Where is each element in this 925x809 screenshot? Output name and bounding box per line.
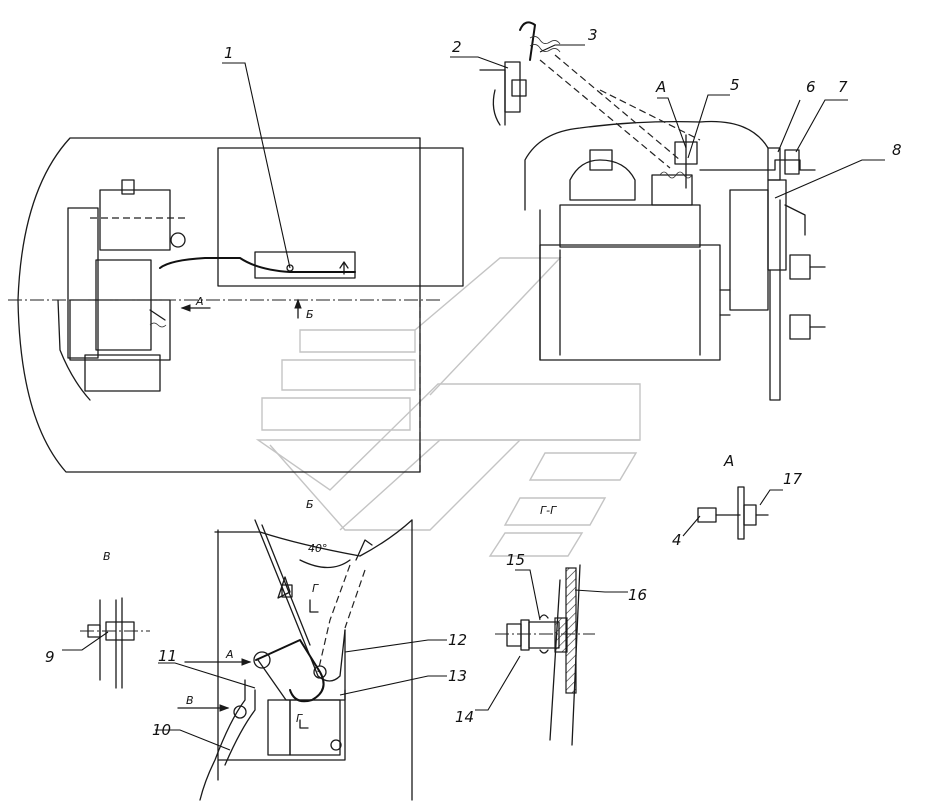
main-view-left	[8, 137, 464, 473]
angle-label: 40°	[308, 542, 328, 555]
view-v-label: В	[103, 550, 111, 563]
detail-a-fitting	[697, 486, 769, 540]
view-a-label-top: А	[655, 78, 666, 96]
view-b-label: Б	[306, 498, 314, 511]
arrow-a-label-lever: А	[225, 648, 234, 661]
callout-10: 10	[152, 721, 171, 739]
section-g-g-label: Г-Г	[540, 504, 557, 517]
view-labels: А А А Б Б В Г-Г А В Г Г 40°	[103, 78, 734, 725]
callout-2: 2	[452, 38, 462, 56]
callout-6: 6	[806, 78, 816, 96]
section-mark-bottom: Г	[296, 712, 303, 725]
callout-5: 5	[730, 76, 740, 94]
callout-17: 17	[783, 470, 803, 488]
view-a-label-side: А	[723, 452, 734, 470]
callout-12: 12	[448, 631, 467, 649]
pump-assembly-view	[524, 54, 826, 401]
section-g-g	[495, 564, 595, 746]
detail-v	[80, 597, 150, 689]
arrow-a-label-main: А	[195, 295, 204, 308]
callout-8: 8	[892, 141, 902, 159]
callout-3: 3	[588, 26, 598, 44]
callout-14: 14	[455, 708, 474, 726]
arrow-v-label-lever: В	[186, 694, 194, 707]
callout-4: 4	[672, 531, 682, 549]
lever-assembly-view	[177, 519, 413, 801]
callout-1: 1	[224, 44, 234, 62]
callout-16: 16	[628, 586, 647, 604]
spring-detail	[479, 21, 561, 126]
watermark-logo	[255, 257, 641, 557]
leader-lines	[62, 44, 885, 751]
section-mark-top: Г	[312, 582, 319, 595]
callout-15: 15	[506, 551, 525, 569]
callout-13: 13	[448, 667, 467, 685]
arrow-b-label-main: Б	[306, 308, 314, 321]
callout-9: 9	[45, 648, 55, 666]
callout-7: 7	[838, 78, 848, 96]
callout-11: 11	[158, 647, 177, 665]
callout-labels: 1 2 3 5 6 7 8 4 17 15 16 14 9 10 11 12 1…	[45, 26, 902, 739]
